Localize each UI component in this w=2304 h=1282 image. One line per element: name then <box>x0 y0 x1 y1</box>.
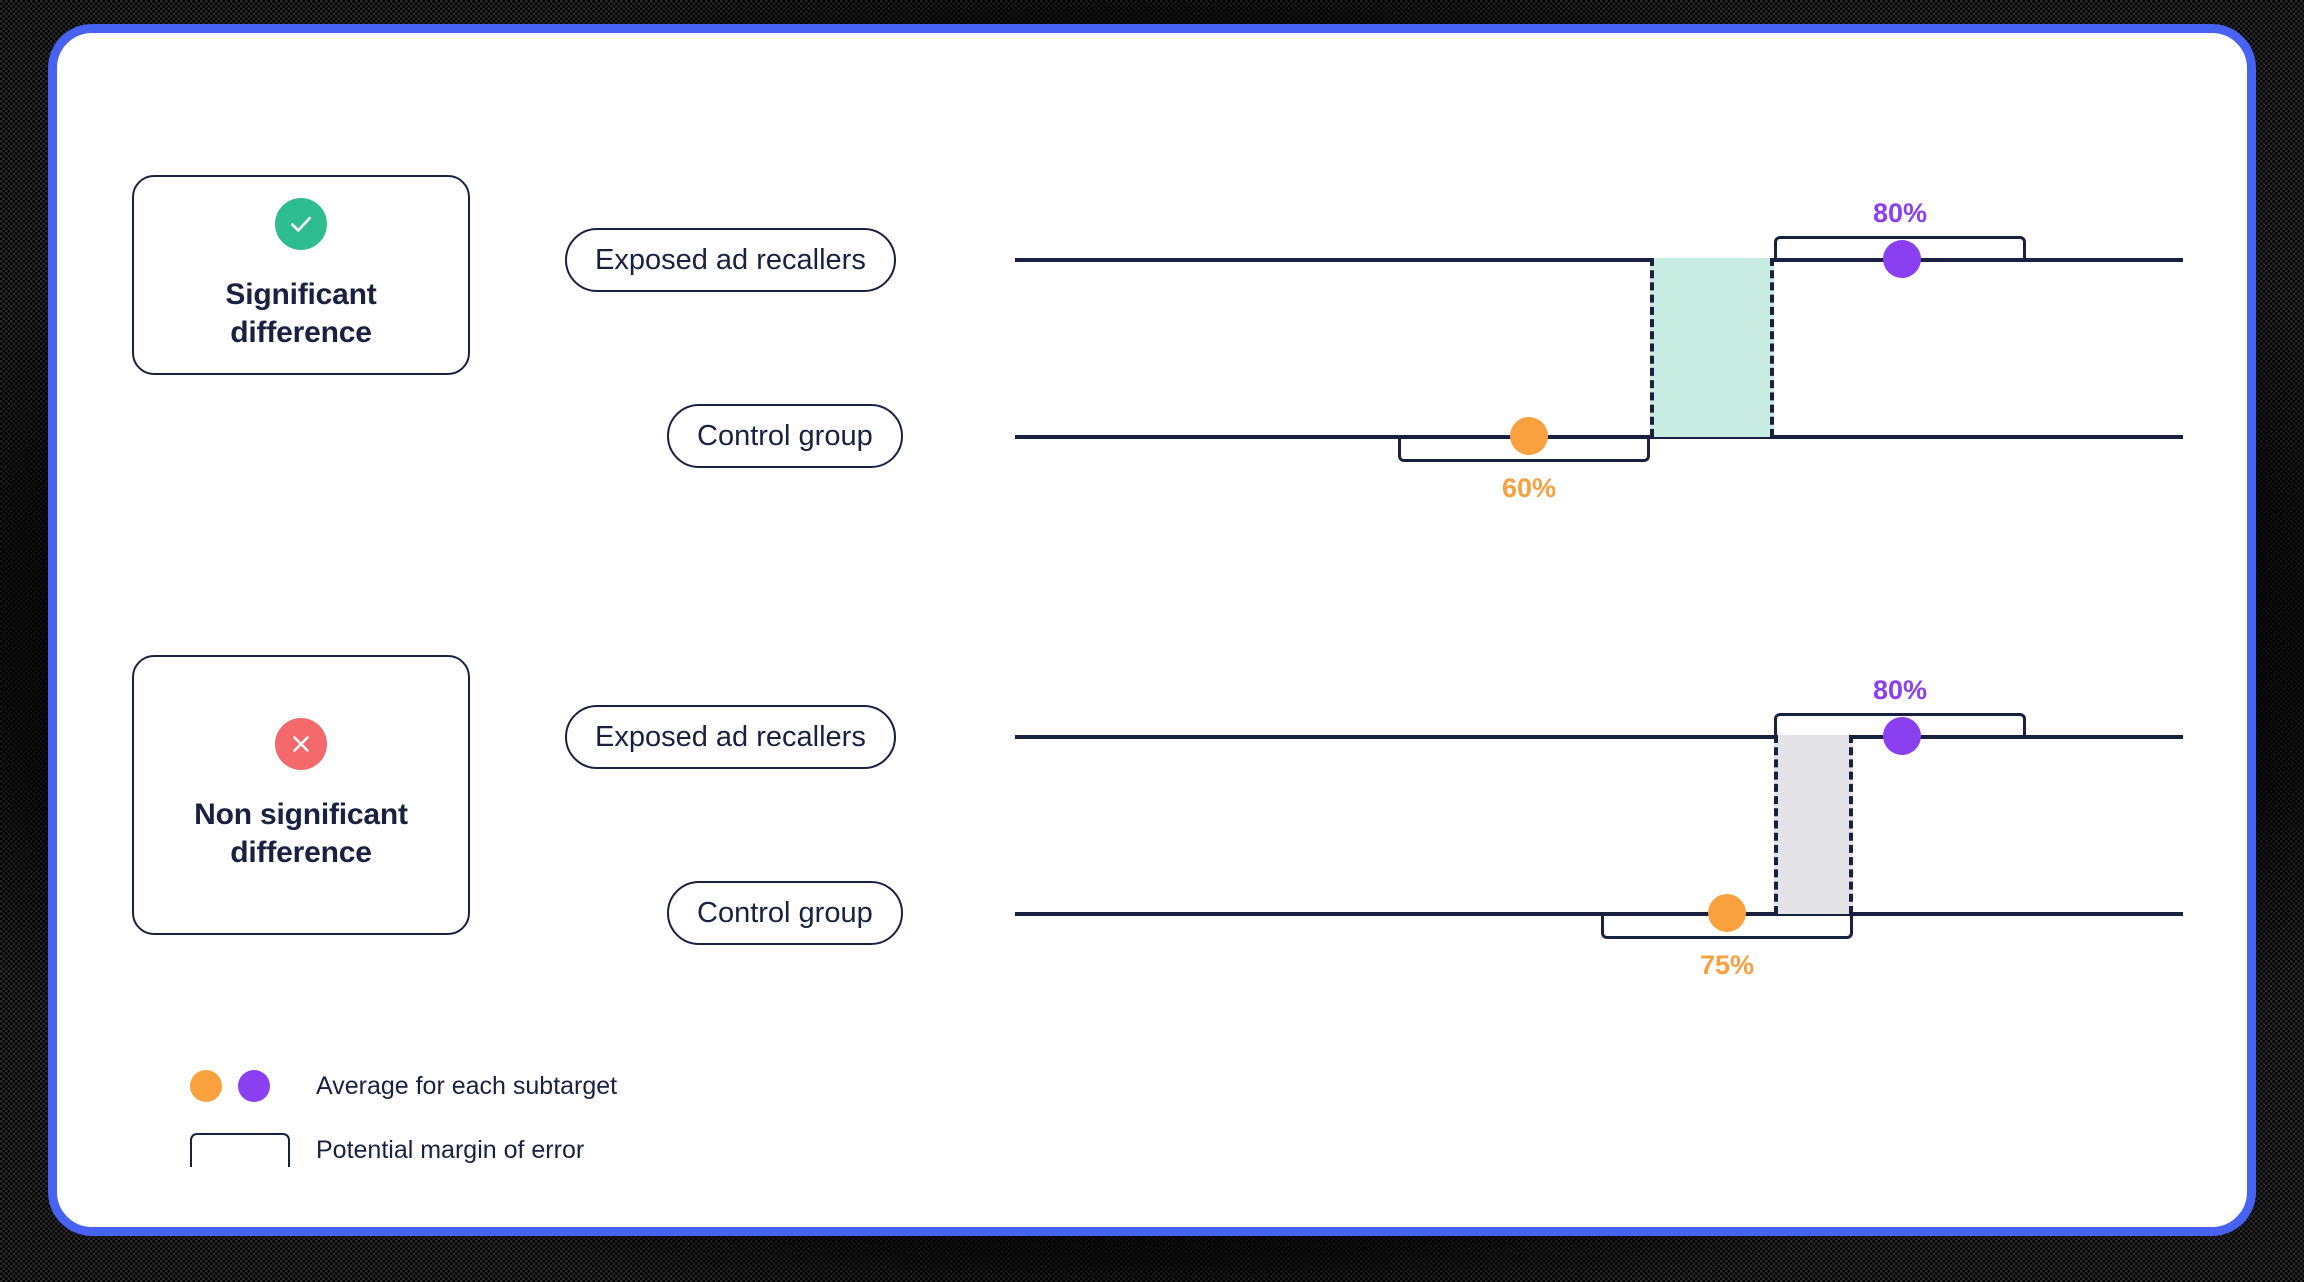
legend-item-average: Average for each subtarget <box>190 1061 617 1111</box>
app-frame: Significant difference Exposed ad recall… <box>48 24 2256 1236</box>
row-label-text: Control group <box>697 896 873 929</box>
value-label-control-1: 60% <box>1501 473 1557 503</box>
legend: Average for each subtarget Potential mar… <box>190 1061 617 1167</box>
row-label-text: Control group <box>697 419 873 452</box>
status-card-title-line2: difference <box>230 836 372 869</box>
status-card-title-line1: Non significant <box>194 797 408 831</box>
row-label-control-2[interactable]: Control group <box>667 881 903 945</box>
axis-line-control-1 <box>1015 435 2183 439</box>
value-label-control-2: 75% <box>1699 950 1755 980</box>
status-card-title: Significant difference <box>225 276 376 353</box>
axis-line-control-2 <box>1015 912 2183 916</box>
legend-label-average: Average for each subtarget <box>316 1071 618 1100</box>
row-label-exposed-2[interactable]: Exposed ad recallers <box>565 705 896 769</box>
value-label-exposed-1: 80% <box>1872 198 1928 228</box>
x-circle-icon <box>275 717 327 770</box>
axis-line-exposed-1 <box>1015 258 2183 262</box>
average-dot-exposed-1[interactable] <box>1883 240 1921 278</box>
legend-swatch-dots <box>190 1070 302 1102</box>
status-card-title: Non significant difference <box>194 796 408 873</box>
axis-line-exposed-2 <box>1015 735 2183 739</box>
status-card-significant[interactable]: Significant difference <box>132 175 470 375</box>
margin-of-error-control-1 <box>1398 435 1650 462</box>
legend-bracket-icon <box>190 1133 290 1167</box>
gap-band-significant <box>1650 258 1774 437</box>
status-card-title-line1: Significant <box>225 277 377 311</box>
legend-orange-dot-icon <box>190 1070 222 1102</box>
diagram-canvas: Significant difference Exposed ad recall… <box>57 33 2247 1227</box>
legend-purple-dot-icon <box>238 1070 270 1102</box>
legend-swatch-bracket <box>190 1133 302 1167</box>
average-dot-exposed-2[interactable] <box>1883 717 1921 755</box>
row-label-text: Exposed ad recallers <box>595 720 866 753</box>
status-card-non-significant[interactable]: Non significant difference <box>132 655 470 935</box>
margin-of-error-control-2 <box>1601 912 1853 939</box>
gap-band-non-significant <box>1774 735 1853 914</box>
margin-of-error-exposed-2 <box>1774 713 2026 737</box>
average-dot-control-2[interactable] <box>1708 894 1746 932</box>
row-label-control-1[interactable]: Control group <box>667 404 903 468</box>
row-label-exposed-1[interactable]: Exposed ad recallers <box>565 228 896 292</box>
status-card-title-line2: difference <box>230 316 372 349</box>
check-circle-icon <box>275 197 327 250</box>
legend-label-margin: Potential margin of error <box>316 1136 585 1164</box>
legend-item-margin: Potential margin of error <box>190 1111 617 1167</box>
value-label-exposed-2: 80% <box>1872 675 1928 705</box>
average-dot-control-1[interactable] <box>1510 417 1548 455</box>
margin-of-error-exposed-1 <box>1774 236 2026 260</box>
row-label-text: Exposed ad recallers <box>595 243 866 276</box>
